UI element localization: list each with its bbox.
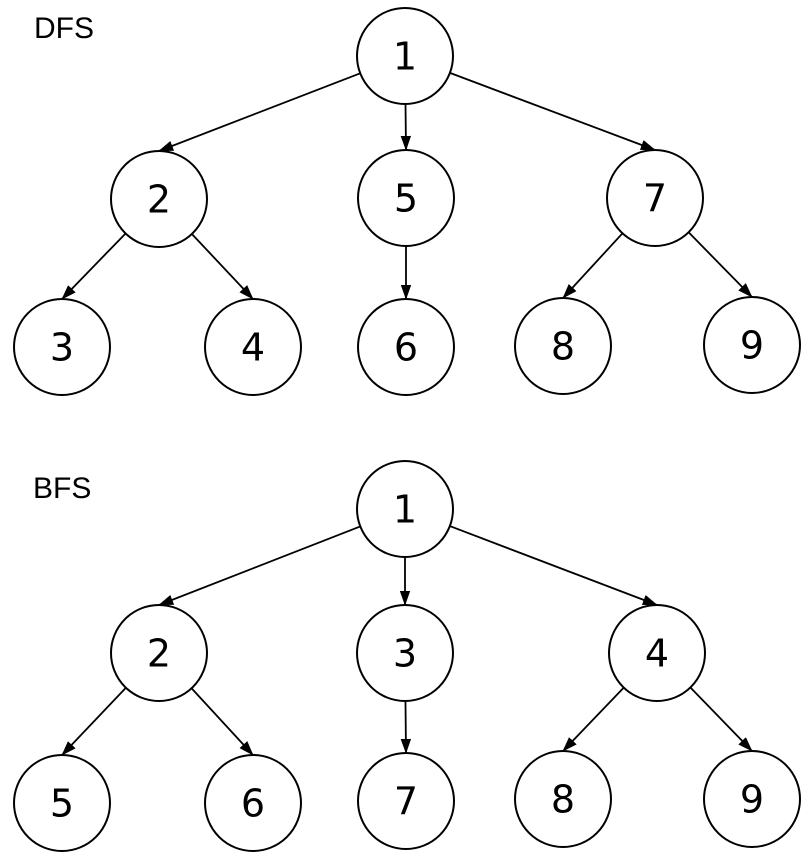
node-value: 5 [50, 781, 74, 825]
node-circle [356, 604, 454, 702]
edge-bfs-1-2 [158, 525, 361, 606]
tree-node-bfs-6: 6 [204, 754, 302, 852]
node-value: 1 [393, 34, 417, 78]
edge-dfs-2-4 [191, 233, 254, 300]
node-circle [356, 7, 454, 105]
node-circle [13, 754, 111, 852]
node-value: 5 [394, 176, 418, 220]
tree-node-bfs-2: 2 [110, 604, 208, 702]
node-value: 2 [147, 631, 171, 675]
edge-dfs-2-3 [61, 232, 127, 300]
node-circle [357, 752, 455, 850]
edge-bfs-2-5 [61, 687, 127, 756]
edge-bfs-3-7 [400, 700, 412, 754]
edge-bfs-4-9 [689, 686, 753, 752]
node-circle [606, 149, 704, 247]
edge-dfs-1-2 [158, 72, 361, 152]
edge-bfs-1-4 [449, 525, 658, 606]
node-value: 6 [241, 781, 265, 825]
edge-dfs-7-8 [562, 232, 624, 299]
node-value: 7 [643, 176, 667, 220]
tree-node-dfs-7: 7 [606, 149, 704, 247]
tree-label-bfs: BFS [33, 472, 91, 505]
node-circle [703, 750, 801, 848]
node-circle [357, 149, 455, 247]
tree-node-bfs-8: 8 [514, 750, 612, 848]
edge-bfs-4-8 [562, 687, 625, 752]
node-value: 9 [740, 777, 764, 821]
node-circle [703, 296, 801, 394]
node-circle [356, 460, 454, 558]
node-value: 2 [147, 177, 171, 221]
node-circle [204, 298, 302, 396]
edge-dfs-1-7 [449, 72, 656, 151]
node-circle [357, 298, 455, 396]
node-value: 8 [551, 324, 575, 368]
node-value: 4 [241, 325, 265, 369]
tree-node-bfs-9: 9 [703, 750, 801, 848]
node-circle [110, 150, 208, 248]
tree-node-bfs-7: 7 [357, 752, 455, 850]
node-value: 3 [50, 325, 74, 369]
tree-node-bfs-4: 4 [608, 604, 706, 702]
node-value: 4 [645, 631, 669, 675]
tree-node-dfs-6: 6 [357, 298, 455, 396]
node-circle [608, 604, 706, 702]
edge-dfs-7-9 [687, 231, 753, 298]
node-value: 1 [393, 487, 417, 531]
tree-node-dfs-1: 1 [356, 7, 454, 105]
node-circle [514, 297, 612, 395]
node-circle [13, 298, 111, 396]
node-value: 7 [394, 779, 418, 823]
tree-node-dfs-4: 4 [204, 298, 302, 396]
tree-node-bfs-5: 5 [13, 754, 111, 852]
tree-node-dfs-8: 8 [514, 297, 612, 395]
edge-bfs-2-6 [190, 687, 254, 756]
tree-node-dfs-9: 9 [703, 296, 801, 394]
node-value: 3 [393, 631, 417, 675]
tree-label-dfs: DFS [34, 12, 94, 45]
tree-node-dfs-3: 3 [13, 298, 111, 396]
tree-node-bfs-3: 3 [356, 604, 454, 702]
node-circle [204, 754, 302, 852]
tree-node-dfs-2: 2 [110, 150, 208, 248]
node-circle [514, 750, 612, 848]
node-value: 8 [551, 777, 575, 821]
node-circle [110, 604, 208, 702]
node-value: 6 [394, 325, 418, 369]
node-value: 9 [740, 323, 764, 367]
tree-node-bfs-1: 1 [356, 460, 454, 558]
tree-node-dfs-5: 5 [357, 149, 455, 247]
